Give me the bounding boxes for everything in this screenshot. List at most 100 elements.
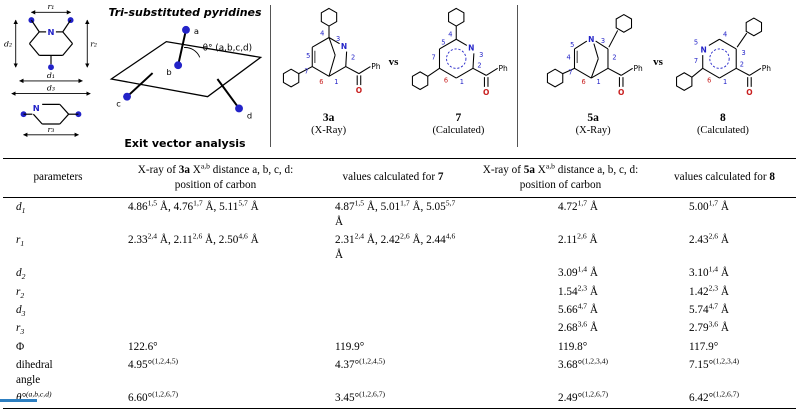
table-row-r3: r3 2.683,6 Å 2.793,6 Å [3,320,796,338]
column-header-xray-3a: X-ray of 3a Xa,b distance a, b, c, d: po… [113,158,318,199]
atom-number-1: 1 [460,78,464,86]
phenyl-ring [675,72,693,91]
param-cell: r2 [16,285,25,300]
atom-number-1: 1 [597,78,601,86]
nitrogen-label: N [588,35,594,44]
atom-number-4: 4 [449,31,453,39]
value-cell: 4.871,5 Å, 5.011,7 Å, 5.055,7 Å [335,198,456,228]
atom-number-3: 3 [601,37,605,45]
atom-number-5: 5 [442,39,446,47]
bicyclic-core: N [574,35,609,79]
atom-number-6: 6 [707,76,711,84]
vs-label: vs [653,55,663,68]
structure-3a-drawing: N O Ph 4 3 2 1 6 5 7 [282,7,380,95]
value-cell: 4.37°(1,2,4,5) [335,356,386,372]
atom-number-2: 2 [740,61,744,69]
ph-label: Ph [762,64,772,73]
point-b-dot [174,61,183,70]
table-row-r1: r1 2.332,4 Å, 2.112,6 Å, 2.504,6 Å 2.312… [3,231,796,264]
value-cell: 3.45°(1,2,6,7) [335,389,386,405]
pyridine-ring: N [33,103,70,125]
point-d-label: d [247,110,252,120]
value-cell [318,320,468,338]
param-cell: dihedral angle [16,359,53,386]
bicyclic-core: N [311,37,347,77]
structure-method: (X-Ray) [575,125,611,137]
oxygen-label: O [618,88,624,97]
value-cell: 1.422,3 Å [689,282,729,298]
theta-angle-label: θ° (a,b,c,d) [203,43,252,53]
value-cell: 1.542,3 Å [558,282,598,298]
aromatic-circle [709,48,730,69]
figure-region: r₁ N d₂ r₂ d₁ d₃ [0,0,799,155]
param-cell: θ°(a,b,c,d) [16,389,52,404]
value-cell: 4.95°(1,2,4,5) [128,356,179,372]
dim-label-r2: r₂ [90,40,97,49]
atom-number-2: 2 [351,54,355,62]
pyridine-metrics-schematic: r₁ N d₂ r₂ d₁ d₃ [4,2,97,137]
value-cell: 5.001,7 Å [689,198,729,213]
figure-caption: Exit vector analysis [124,137,246,150]
table-row-phi: Φ 122.6° 119.9° 119.8° 117.9° [3,338,796,356]
phenyl-ring [448,7,465,27]
pyridine-core: N [439,38,475,79]
exit-vector-diagram: a b c d θ° (a,b,c,d) [109,25,263,120]
value-cell: 2.332,4 Å, 2.112,6 Å, 2.504,6 Å [128,231,259,247]
param-cell: d1 [16,200,26,216]
value-cell: 2.312,4 Å, 2.422,6 Å, 2.444,6 Å [335,231,456,261]
value-cell: 119.9° [335,340,365,353]
structure-3a: N O Ph 4 3 2 1 6 5 7 3 [273,4,385,137]
comparison-3a-vs-7: N O Ph 4 3 2 1 6 5 7 3 [272,4,515,137]
pyridine-ring: N [28,27,74,56]
ph-label: Ph [371,62,381,71]
value-cell: 122.6° [128,340,158,353]
structure-name: 8 [720,112,726,124]
value-cell: 4.861,5 Å, 4.761,7 Å, 5.115,7 Å [128,198,259,213]
ph-label: Ph [634,64,644,73]
oxygen-label: O [355,86,361,95]
atom-number-3: 3 [741,49,745,57]
value-cell: 2.112,6 Å [558,231,598,247]
dim-label-d2: d₂ [4,40,12,49]
nitrogen-label: N [33,103,40,113]
phenyl-ring [745,17,762,37]
comparison-5a-vs-8: N O Ph 3 2 1 6 5 4 7 5 [519,4,797,137]
table-row-r2: r2 1.542,3 Å 1.422,3 Å [3,283,796,301]
column-header-parameters: parameters [3,158,113,199]
structure-name: 5a [587,112,599,124]
structure-5a: N O Ph 3 2 1 6 5 4 7 5 [537,4,649,137]
oxygen-label: O [483,88,489,97]
table-row-dihedral-angle: dihedral angle 4.95°(1,2,4,5) 4.37°(1,2,… [3,356,796,389]
param-cell: d2 [16,267,26,282]
value-cell: 4.721,7 Å [558,198,598,213]
atom-number-5: 5 [306,52,310,60]
dim-label-r1: r₁ [48,2,55,11]
point-b-label: b [166,67,171,77]
atom-number-4: 4 [567,54,571,62]
parameters-table: parameters X-ray of 3a Xa,b distance a, … [3,158,796,409]
atom-number-7: 7 [694,57,698,65]
point-a-dot [182,25,190,34]
value-cell: 119.8° [558,340,588,353]
atom-number-1: 1 [723,78,727,86]
atom-number-5: 5 [694,39,698,47]
structure-method: (Calculated) [696,125,749,137]
value-cell [113,264,318,282]
table-row-d3: d3 5.664,7 Å 5.744,7 Å [3,301,796,319]
ph-label: Ph [499,64,509,73]
atom-number-2: 2 [612,54,616,62]
value-cell: 2.793,6 Å [689,319,729,335]
table-row-theta: θ°(a,b,c,d) 6.60°(1,2,6,7) 3.45°(1,2,6,7… [3,389,796,408]
point-d-dot [235,104,243,113]
value-cell: 6.42°(1,2,6,7) [689,389,740,405]
blue-dot [48,64,54,71]
value-cell: 2.432,6 Å [689,231,729,247]
benzoyl-group: O Ph [345,62,380,95]
structure-8: N O Ph 5 4 3 2 1 6 7 8 [667,4,779,137]
structure-7: N O Ph 5 4 3 2 1 6 7 7 [402,4,514,137]
pyridine-core: N [700,38,737,79]
structure-8-drawing: N O Ph 5 4 3 2 1 6 7 [675,17,772,97]
benzoyl-group: O Ph [735,64,772,97]
atom-number-2: 2 [478,61,482,69]
phenyl-ring [547,68,564,88]
